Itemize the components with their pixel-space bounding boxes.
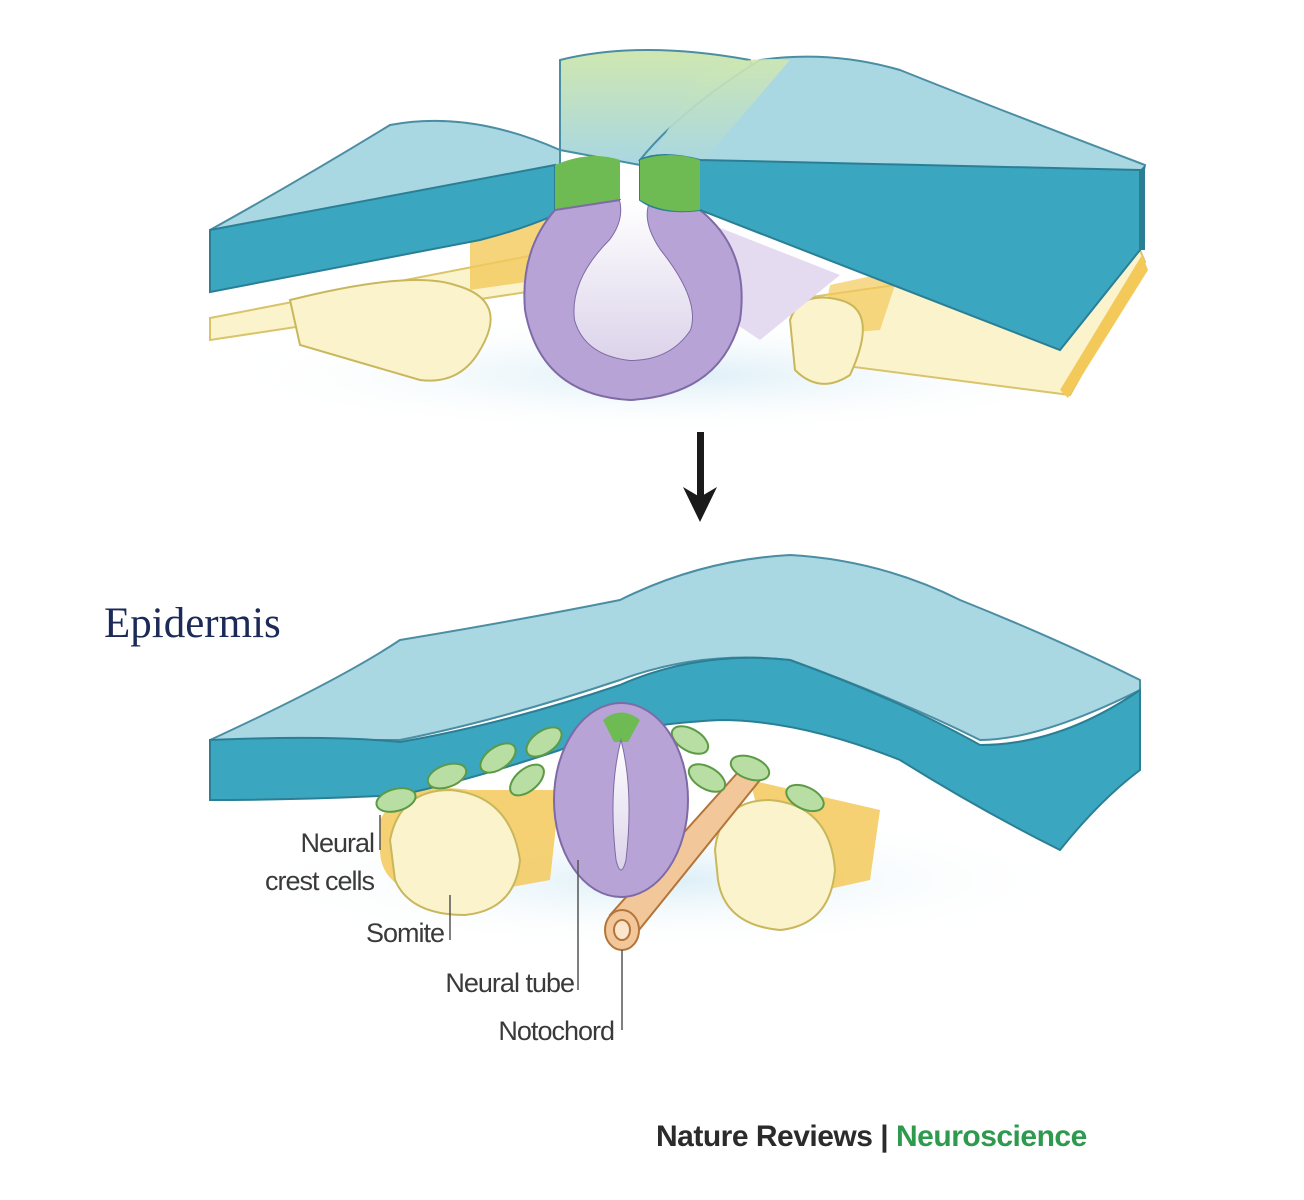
down-arrow-icon [683,432,717,522]
neural-tube-closed [553,702,689,898]
left-somite [209,215,562,382]
label-somite: Somite [366,918,444,948]
neural-crest-cells [375,725,825,813]
left-somite [380,788,560,917]
source-credit: Nature Reviews | Neuroscience [656,1120,1087,1154]
credit-section: Neuroscience [896,1120,1087,1153]
label-notochord: Notochord [498,1016,614,1046]
epidermis-slab [209,553,1141,852]
credit-separator: | [872,1120,897,1153]
left-epidermis-slab [209,49,753,294]
right-epidermis-slab [638,55,1147,352]
label-neural-crest-line1: Neural [300,828,374,858]
label-epidermis: Epidermis [104,600,281,647]
stage-top-neural-folding [209,49,1148,435]
leader-lines [379,815,623,1030]
stage-bottom-neural-tube-closed: Neural crest cells Somite Neural tube No… [209,553,1141,1046]
label-neural-tube: Neural tube [445,968,574,998]
neural-tube-open [523,198,743,402]
credit-journal: Nature Reviews [656,1120,873,1153]
right-somite [713,780,880,932]
label-neural-crest-line2: crest cells [265,866,375,896]
